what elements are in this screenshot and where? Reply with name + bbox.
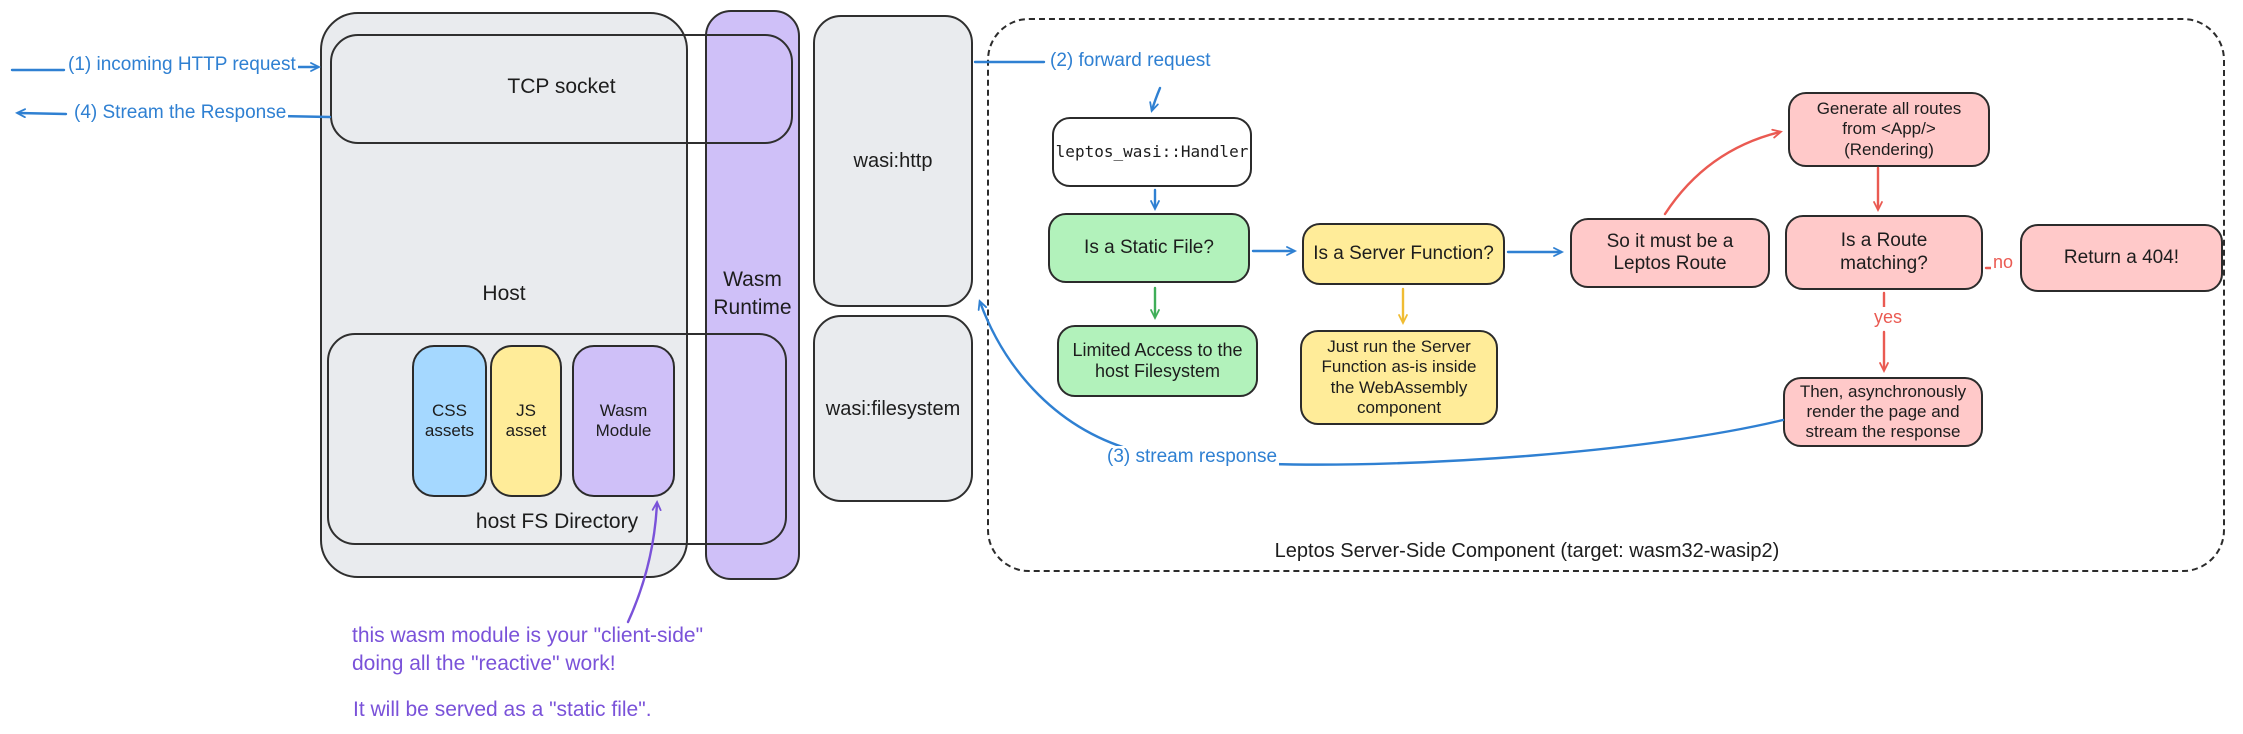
wasm-runtime-box: [705, 10, 800, 580]
node-limited-access: Limited Access to the host Filesystem: [1057, 325, 1258, 397]
node-route-matching: Is a Route matching?: [1785, 215, 1983, 290]
css-assets-label: CSS assets: [424, 400, 475, 440]
node-return-404: Return a 404!: [2020, 224, 2223, 292]
node-server-fn-label: Is a Server Function?: [1313, 242, 1494, 264]
annotation-line-2: doing all the "reactive" work!: [352, 652, 616, 675]
tcp-socket-box: [330, 34, 793, 144]
wasi-http-box: [813, 15, 973, 307]
wasm-module-box: Wasm Module: [572, 345, 675, 497]
node-handler-label: leptos_wasi::Handler: [1055, 141, 1249, 161]
node-generate-routes: Generate all routes from <App/> (Renderi…: [1788, 92, 1990, 167]
annotation-line-1: this wasm module is your "client-side": [352, 624, 704, 647]
host-fs-directory-box: [327, 333, 787, 545]
node-leptos-route-label: So it must be a Leptos Route: [1606, 230, 1734, 274]
node-then-async-label: Then, asynchronously render the page and…: [1799, 381, 1967, 442]
node-return-404-label: Return a 404!: [2063, 246, 2180, 268]
node-just-run: Just run the Server Function as-is insid…: [1300, 330, 1498, 425]
leptos-component-container: [987, 18, 2225, 572]
node-then-async: Then, asynchronously render the page and…: [1783, 377, 1983, 447]
label-incoming-request: (1) incoming HTTP request: [66, 54, 298, 76]
wasi-filesystem-label: wasi:filesystem: [825, 398, 961, 420]
tcp-socket-label: TCP socket: [507, 75, 616, 98]
wasm-runtime-label: Wasm Runtime: [713, 268, 792, 320]
host-label: Host: [482, 282, 526, 305]
wasm-module-label: Wasm Module: [595, 400, 652, 440]
wasi-filesystem-box: [813, 315, 973, 502]
component-caption: Leptos Server-Side Component (target: wa…: [1274, 540, 1780, 562]
wasi-http-label: wasi:http: [853, 150, 933, 172]
node-server-fn: Is a Server Function?: [1302, 223, 1505, 285]
node-limited-access-label: Limited Access to the host Filesystem: [1072, 339, 1243, 381]
node-leptos-route: So it must be a Leptos Route: [1570, 218, 1770, 288]
node-static-file-label: Is a Static File?: [1084, 236, 1214, 258]
node-static-file: Is a Static File?: [1048, 213, 1250, 283]
label-yes: yes: [1872, 307, 1905, 328]
annotation-line-3: It will be served as a "static file".: [353, 698, 652, 721]
node-generate-routes-label: Generate all routes from <App/> (Renderi…: [1816, 99, 1962, 159]
label-forward-request: (2) forward request: [1048, 50, 1213, 72]
node-route-matching-label: Is a Route matching?: [1840, 230, 1928, 274]
label-no: no: [1991, 252, 2016, 273]
label-stream-response: (3) stream response: [1105, 446, 1280, 468]
label-stream-the-response: (4) Stream the Response: [72, 102, 289, 124]
arrow-stream-out-head: [14, 108, 68, 119]
node-just-run-label: Just run the Server Function as-is insid…: [1321, 337, 1477, 417]
js-asset-label: JS asset: [505, 400, 547, 440]
css-assets-box: CSS assets: [412, 345, 487, 497]
js-asset-box: JS asset: [490, 345, 562, 497]
node-handler: leptos_wasi::Handler: [1052, 117, 1252, 187]
host-fs-directory-label: host FS Directory: [475, 510, 639, 533]
